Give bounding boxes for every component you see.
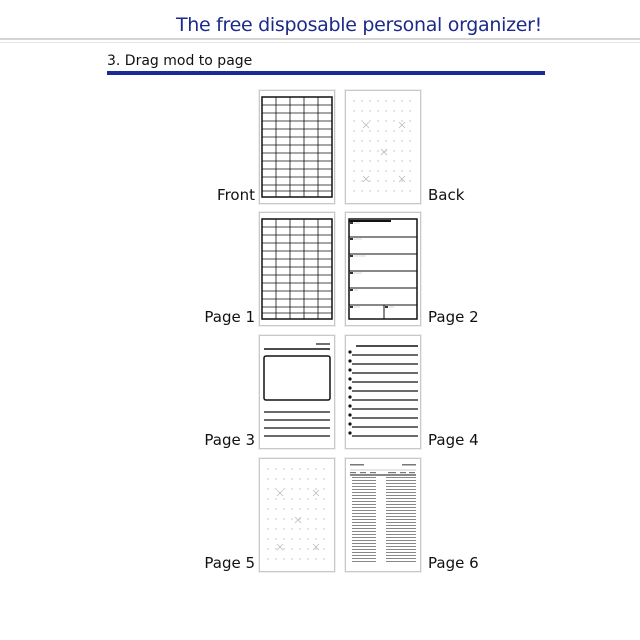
notes-box-template-icon	[263, 343, 331, 437]
label-back: Back	[428, 186, 465, 204]
page-4-thumbnail[interactable]	[345, 335, 421, 449]
page-5-thumbnail[interactable]	[259, 458, 335, 572]
label-page4: Page 4	[428, 431, 479, 449]
page-1-thumbnail[interactable]	[259, 212, 335, 326]
grid-template-icon	[261, 96, 333, 198]
table-template-icon	[350, 464, 416, 562]
step-title: 3. Drag mod to page	[107, 53, 253, 69]
page-back-thumbnail[interactable]	[345, 90, 421, 204]
page-3-thumbnail[interactable]	[259, 335, 335, 449]
page-6-thumbnail[interactable]	[345, 458, 421, 572]
label-page6: Page 6	[428, 554, 479, 572]
label-front: Front	[217, 186, 255, 204]
grid-template-icon	[261, 218, 333, 320]
header-divider-light	[0, 42, 640, 43]
dot-grid-template-icon	[353, 100, 411, 192]
sections-template-icon	[348, 218, 418, 320]
label-page5: Page 5	[204, 554, 255, 572]
tagline: The free disposable personal organizer!	[175, 14, 542, 36]
page-2-thumbnail[interactable]	[345, 212, 421, 326]
label-page3: Page 3	[204, 431, 255, 449]
header-divider	[0, 38, 640, 40]
dot-grid-template-icon	[267, 468, 325, 560]
label-page2: Page 2	[428, 308, 479, 326]
checklist-template-icon	[348, 345, 418, 437]
step-underline	[107, 71, 545, 75]
page-front-thumbnail[interactable]	[259, 90, 335, 204]
label-page1: Page 1	[204, 308, 255, 326]
